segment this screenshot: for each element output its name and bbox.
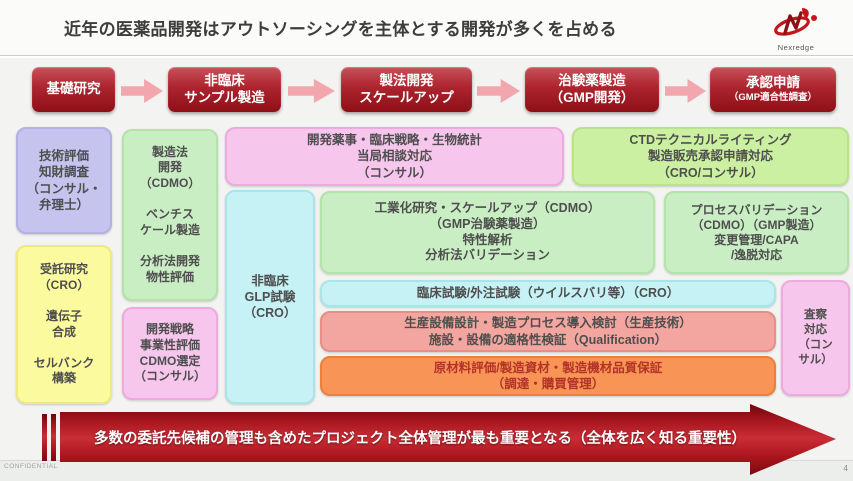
stage-label: 非臨床 (204, 72, 245, 88)
stage-process-scaleup: 製法開発スケールアップ (341, 67, 472, 112)
stage-label: 製法開発 (379, 72, 434, 88)
box-development-strategy: 開発戦略 事業性評価 CDMO選定 （コンサル） (122, 307, 218, 400)
stage-label: 承認申請 (746, 75, 800, 91)
banner-message: 多数の委託先候補の管理も含めたプロジェクト全体管理が最も重要となる（全体を広く知… (93, 430, 747, 447)
box-nonclinical-glp: 非臨床 GLP試験 （CRO） (225, 190, 315, 404)
box-production-equipment: 生産設備設計・製造プロセス導入検討（生産技術） 施設・設備の適格性検証（Qual… (320, 311, 776, 352)
flow-arrow-icon (121, 79, 163, 103)
banner-arrow-icon (42, 404, 836, 475)
box-inspection-support: 査察 対応 （コン サル） (781, 280, 850, 396)
flow-arrow-icon (288, 79, 335, 103)
stage-label: 基礎研究 (46, 81, 101, 97)
box-clinical-trials: 臨床試験/外注試験（ウイルスバリ等）（CRO） (320, 280, 776, 307)
flow-arrow-icon (665, 79, 706, 103)
box-tech-evaluation: 技術評価 知財調査 （コンサル・ 弁理士） (16, 127, 112, 234)
confidential-label: CONFIDENTIAL (4, 463, 58, 470)
header-bar: 近年の医薬品開発はアウトソーシングを主体とする開発が多くを占める Nexredg… (0, 0, 853, 56)
box-contract-research: 受託研究 （CRO） 遺伝子 合成 セルバンク 構築 (16, 245, 112, 404)
box-industrialization: 工業化研究・スケールアップ（CDMO） （GMP治験薬製造） 特性解析 分析法バ… (320, 191, 655, 274)
stage-label: 治験薬製造 (558, 72, 626, 88)
page-title: 近年の医薬品開発はアウトソーシングを主体とする開発が多くを占める (64, 20, 617, 39)
box-raw-material-qa: 原材料評価/製造資材・製造機材品質保証 （調達・購買管理） (320, 356, 776, 396)
box-ctd-writing: CTDテクニカルライティング 製造販売承認申請対応 （CRO/コンサル） (572, 127, 849, 186)
box-regulatory-consulting: 開発薬事・臨床戦略・生物統計 当局相談対応 （コンサル） (225, 127, 564, 186)
stage-approval-application: 承認申請（GMP適合性調査） (710, 67, 836, 112)
stage-gmp-manufacturing: 治験薬製造（GMP開発） (525, 67, 659, 112)
box-process-development: 製造法 開発 （CDMO） ベンチス ケール製造 分析法開発 物性評価 (122, 129, 218, 301)
stage-nonclinical-sample: 非臨床サンプル製造 (168, 67, 281, 112)
flow-arrow-icon (477, 79, 520, 103)
company-logo: Nexredge (753, 6, 839, 52)
logo-brand-text: Nexredge (777, 43, 815, 52)
box-process-validation: プロセスバリデーション （CDMO）（GMP製造） 変更管理/CAPA /逸脱対… (664, 191, 849, 274)
nexredge-logo-icon (774, 8, 817, 36)
page-number: 4 (843, 464, 848, 473)
stage-basic-research: 基礎研究 (32, 67, 115, 112)
